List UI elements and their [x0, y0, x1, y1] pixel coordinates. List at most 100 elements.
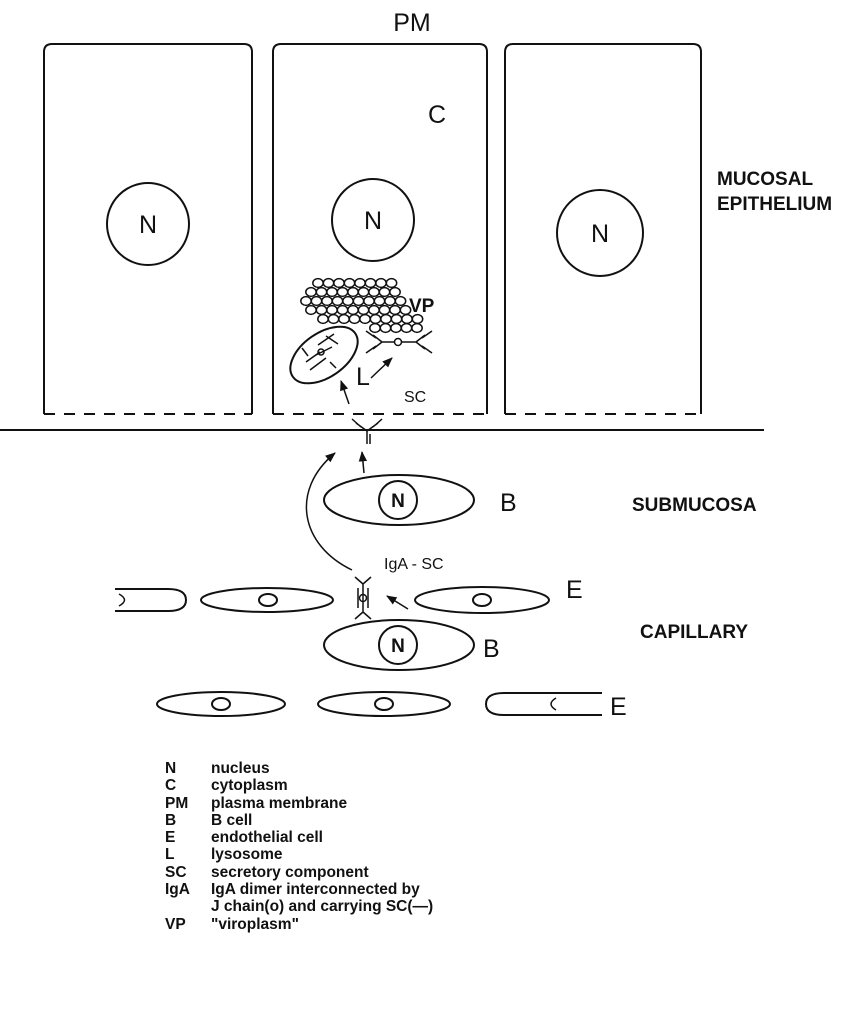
- viroplasm-particle: [327, 306, 337, 315]
- viroplasm-particle: [301, 297, 311, 306]
- b-cell-upper-nucleus-label: N: [391, 491, 405, 512]
- endothelial-cell-4-nucleus: [212, 698, 230, 710]
- nucleus-right-label: N: [591, 220, 609, 248]
- legend-abbr: IgA: [165, 881, 211, 898]
- nucleus-left-label: N: [139, 211, 157, 239]
- endothelial-cell-1-nucleus: [119, 594, 125, 606]
- viroplasm-particle: [365, 279, 375, 288]
- endothelial-cell-3-nucleus: [473, 594, 491, 606]
- arrow-capillary-to-membrane: [306, 453, 352, 570]
- legend-definition: lysosome: [211, 846, 283, 863]
- viroplasm-particle: [370, 315, 380, 324]
- viroplasm-particle: [313, 279, 323, 288]
- iga-antibody-membrane: [352, 419, 382, 444]
- viroplasm-particle: [364, 297, 374, 306]
- viroplasm-particle: [369, 288, 379, 297]
- viroplasm-particle: [316, 306, 326, 315]
- iga-dimer-capillary: [355, 577, 371, 619]
- pm-label: PM: [393, 9, 431, 37]
- viroplasm-particle: [358, 306, 368, 315]
- arrow-to-antibody: [371, 358, 392, 378]
- viroplasm-particle: [391, 315, 401, 324]
- viroplasm-particle: [327, 288, 337, 297]
- legend-abbr: SC: [165, 864, 211, 881]
- endothelial-cell-4: [157, 692, 285, 716]
- viroplasm-particle: [370, 324, 380, 333]
- legend-abbr: B: [165, 812, 211, 829]
- viroplasm-particle: [390, 306, 400, 315]
- lysosome-label: L: [356, 363, 370, 391]
- viroplasm-particle: [348, 306, 358, 315]
- viroplasm-particle: [353, 297, 363, 306]
- legend-row: VP"viroplasm": [165, 916, 433, 933]
- legend-definition: "viroplasm": [211, 916, 299, 933]
- arrow-to-dimer: [387, 596, 408, 609]
- legend-abbr: N: [165, 760, 211, 777]
- legend-abbr: PM: [165, 795, 211, 812]
- legend-abbr: L: [165, 846, 211, 863]
- submucosa-label: SUBMUCOSA: [632, 495, 757, 516]
- diagram: PM N N N C VP L SC: [0, 0, 863, 760]
- viroplasm-particle: [379, 306, 389, 315]
- viroplasm-particle: [322, 297, 332, 306]
- legend-abbr: VP: [165, 916, 211, 933]
- viroplasm-particle: [323, 279, 333, 288]
- legend-definition: secretory component: [211, 864, 369, 881]
- viroplasm-particle: [376, 279, 386, 288]
- b-label-lower: B: [483, 635, 500, 663]
- iga-sc-label: IgA - SC: [384, 556, 444, 573]
- legend-definition: endothelial cell: [211, 829, 323, 846]
- legend-row: Eendothelial cell: [165, 829, 433, 846]
- legend-definition: J chain(o) and carrying SC(—): [211, 898, 433, 915]
- viroplasm-particle: [337, 288, 347, 297]
- cytoplasm-label: C: [428, 101, 446, 129]
- arrow-to-lysosome: [341, 381, 349, 404]
- viroplasm-particle: [401, 324, 411, 333]
- capillary-label: CAPILLARY: [640, 622, 748, 643]
- viroplasm-particle: [374, 297, 384, 306]
- viroplasm-particle: [328, 315, 338, 324]
- iga-antibody-cell: [366, 331, 432, 353]
- legend-definition: cytoplasm: [211, 777, 288, 794]
- legend-definition: IgA dimer interconnected by: [211, 881, 420, 898]
- viroplasm-cluster: [301, 279, 423, 333]
- viroplasm-particle: [337, 306, 347, 315]
- legend-definition: plasma membrane: [211, 795, 347, 812]
- viroplasm-particle: [343, 297, 353, 306]
- viroplasm-particle: [306, 306, 316, 315]
- b-label-upper: B: [500, 489, 517, 517]
- viroplasm-particle: [379, 288, 389, 297]
- viroplasm-particle: [358, 288, 368, 297]
- legend: NnucleusCcytoplasmPMplasma membraneBB ce…: [165, 760, 433, 933]
- viroplasm-particle: [355, 279, 365, 288]
- endothelial-cell-5: [318, 692, 450, 716]
- mucosal-label-line1: MUCOSAL: [717, 169, 813, 190]
- viroplasm-particle: [412, 324, 422, 333]
- viroplasm-particle: [311, 297, 321, 306]
- legend-abbr: E: [165, 829, 211, 846]
- e-label-lower: E: [610, 693, 627, 721]
- viroplasm-particle: [348, 288, 358, 297]
- sc-label: SC: [404, 389, 426, 406]
- viroplasm-particle: [385, 297, 395, 306]
- legend-row: J chain(o) and carrying SC(—): [165, 898, 433, 915]
- viroplasm-particle: [344, 279, 354, 288]
- lysosome: [280, 315, 367, 395]
- viroplasm-particle: [306, 288, 316, 297]
- viroplasm-particle: [339, 315, 349, 324]
- viroplasm-particle: [332, 297, 342, 306]
- e-label-upper: E: [566, 576, 583, 604]
- viroplasm-particle: [369, 306, 379, 315]
- mucosal-label-line2: EPITHELIUM: [717, 194, 832, 215]
- viroplasm-particle: [386, 279, 396, 288]
- endothelial-cell-2-nucleus: [259, 594, 277, 606]
- endothelial-cell-2: [201, 588, 333, 612]
- endothelial-cell-1: [115, 589, 186, 611]
- viroplasm-particle: [318, 315, 328, 324]
- endothelial-cell-5-nucleus: [375, 698, 393, 710]
